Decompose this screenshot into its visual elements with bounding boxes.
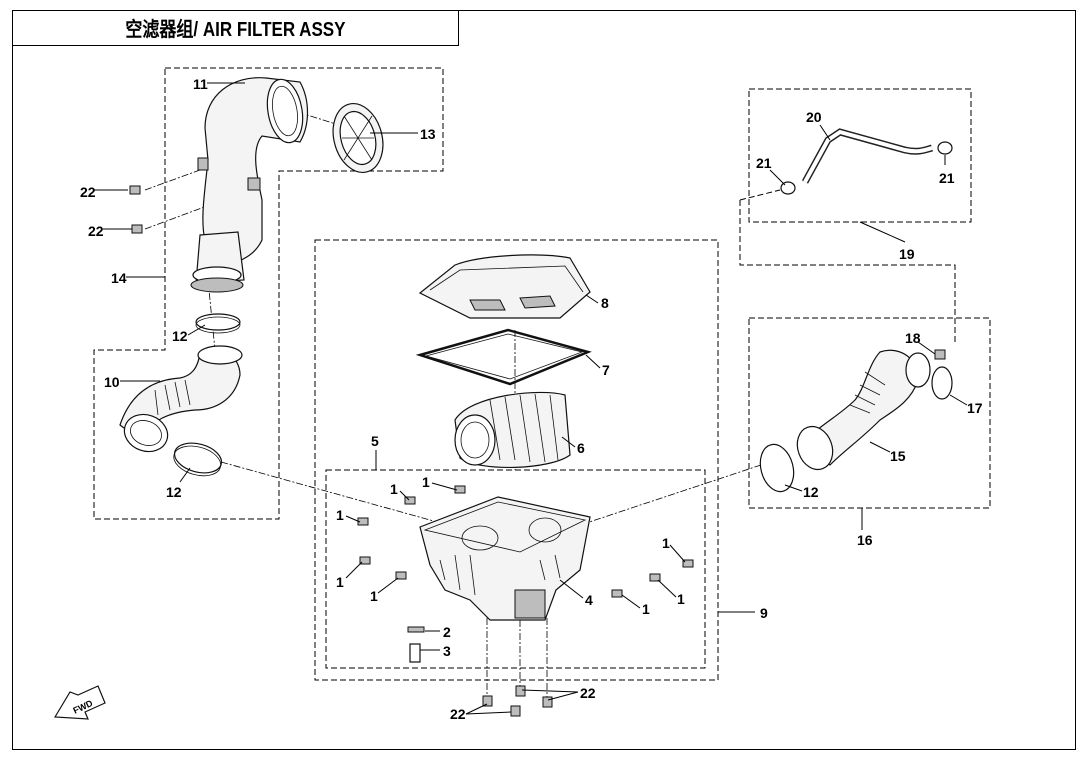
- screw-part-22-upper: [129, 185, 143, 234]
- label-part-2: 2: [443, 624, 451, 640]
- label-part-3: 3: [443, 643, 451, 659]
- drain-part-2-3: [407, 626, 425, 663]
- label-part-7: 7: [602, 362, 610, 378]
- label-part-14: 14: [111, 270, 127, 286]
- label-part-22-b: 22: [88, 223, 104, 239]
- clips-part-1: [357, 485, 694, 598]
- part-labels: 11 13 22 22 14 12 10 12 8 7 6 5 4 9 2 3 …: [80, 76, 983, 722]
- airbox-gasket-part-7: [415, 328, 592, 386]
- filter-element-part-6: [454, 391, 571, 469]
- label-part-12-b: 12: [166, 484, 182, 500]
- label-part-1-e: 1: [370, 588, 378, 604]
- label-part-21-b: 21: [939, 170, 955, 186]
- intake-snorkel-part-11: [190, 77, 309, 293]
- title-box: 空滤器组/ AIR FILTER ASSY: [12, 10, 459, 46]
- group-box-airbox-body: [325, 469, 706, 669]
- drawing-frame: [12, 10, 1076, 750]
- outlet-hose-part-15: [796, 349, 931, 471]
- label-part-17: 17: [967, 400, 983, 416]
- group-box-breather: [748, 88, 972, 223]
- label-part-16: 16: [857, 532, 873, 548]
- label-part-12-c: 12: [803, 484, 819, 500]
- intake-screen-part-13: [332, 103, 384, 173]
- group-box-airbox-assy: [314, 239, 719, 681]
- label-part-15: 15: [890, 448, 906, 464]
- label-part-22-a: 22: [80, 184, 96, 200]
- label-part-1-f: 1: [642, 601, 650, 617]
- breather-link-line: [739, 200, 956, 345]
- label-part-20: 20: [806, 109, 822, 125]
- label-part-5: 5: [371, 433, 379, 449]
- label-part-9: 9: [760, 605, 768, 621]
- label-part-12-a: 12: [172, 328, 188, 344]
- hose-clamp-part-12-upper: [195, 313, 241, 334]
- intake-hose-part-10: [119, 345, 243, 453]
- label-part-1-h: 1: [662, 535, 670, 551]
- hose-clamp-part-12-lower: [173, 442, 223, 477]
- fitting-part-18: [934, 349, 946, 360]
- hose-clamp-part-12-right: [759, 443, 795, 493]
- group-box-intake: [93, 67, 444, 520]
- label-part-10: 10: [104, 374, 120, 390]
- group-box-outlet: [748, 317, 991, 509]
- airbox-body-part-4: [419, 496, 591, 621]
- screw-part-22-lower: [482, 685, 553, 717]
- label-part-8: 8: [601, 295, 609, 311]
- breather-tube-part-20: [780, 128, 953, 195]
- label-part-22-d: 22: [580, 685, 596, 701]
- label-part-21-a: 21: [756, 155, 772, 171]
- label-part-1-g: 1: [677, 591, 685, 607]
- leader-lines: [94, 82, 968, 715]
- fwd-arrow-icon: FWD: [53, 685, 106, 720]
- label-part-13: 13: [420, 126, 436, 142]
- label-part-19: 19: [899, 246, 915, 262]
- page-title: 空滤器组/ AIR FILTER ASSY: [124, 19, 346, 41]
- label-part-4: 4: [585, 592, 593, 608]
- label-part-1-b: 1: [390, 481, 398, 497]
- label-part-1-a: 1: [422, 474, 430, 490]
- hose-clamp-part-17: [931, 366, 953, 400]
- label-part-18: 18: [905, 330, 921, 346]
- label-part-6: 6: [577, 440, 585, 456]
- label-part-1-c: 1: [336, 507, 344, 523]
- airbox-lid-part-8: [418, 254, 591, 319]
- label-part-11: 11: [193, 76, 208, 92]
- label-part-1-d: 1: [336, 574, 344, 590]
- label-part-22-c: 22: [450, 706, 466, 722]
